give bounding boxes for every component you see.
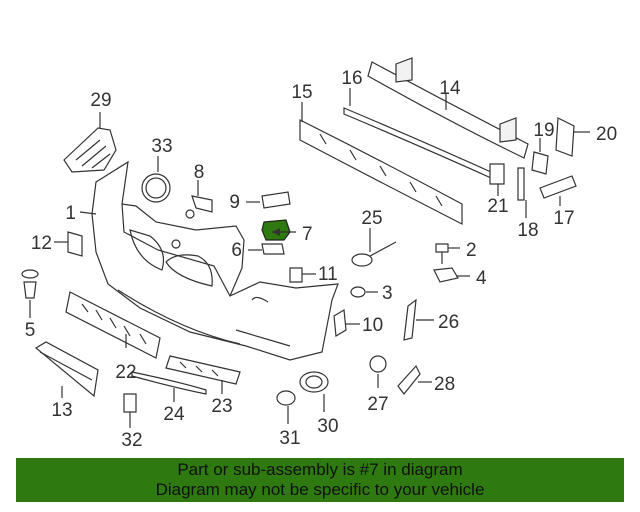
callout-4: 4: [476, 268, 487, 289]
callout-9: 9: [229, 192, 240, 213]
part-8-bracket: [185, 180, 213, 219]
callout-16: 16: [341, 68, 362, 89]
part-7-highlighted: [261, 219, 296, 241]
callout-32: 32: [121, 430, 142, 451]
part-30-park-sensor: [299, 371, 329, 412]
callout-14: 14: [439, 78, 461, 99]
part-19-bracket: [531, 151, 549, 175]
part-9-cover-cap: [246, 191, 291, 209]
callout-15: 15: [291, 82, 312, 103]
part-33-emblem: [141, 156, 171, 203]
part-25-sensor: [351, 228, 397, 267]
part-20-bracket: [555, 117, 590, 157]
part-10-reflector: [333, 308, 360, 338]
callout-7: 7: [302, 224, 313, 245]
callout-10: 10: [362, 315, 383, 336]
part-12-clip: [67, 231, 83, 257]
part-22-lower-grille: [65, 291, 161, 359]
part-13-license-bracket: [34, 341, 99, 398]
part-15-absorber: [299, 102, 463, 225]
part-24-trim-strip: [131, 371, 207, 395]
part-5-push-pin: [21, 269, 39, 318]
diagram-notice-banner: Part or sub-assembly is #7 in diagram Di…: [16, 458, 624, 502]
callout-13: 13: [51, 400, 72, 421]
part-6-clip: [248, 243, 285, 255]
part-26-trim: [403, 298, 434, 341]
part-28-bracket: [397, 364, 432, 395]
banner-line-disclaimer: Diagram may not be specific to your vehi…: [155, 480, 485, 499]
part-17-bar: [539, 175, 577, 199]
callout-33: 33: [151, 136, 172, 157]
leader-1: [79, 211, 97, 215]
part-18-rail: [517, 167, 525, 201]
part-3-grommet: [350, 286, 378, 298]
callout-2: 2: [466, 240, 477, 261]
callout-3: 3: [382, 283, 393, 304]
callout-17: 17: [553, 208, 574, 229]
part-21-clip: [489, 163, 505, 185]
callout-24: 24: [163, 404, 185, 425]
part-1-bumper-cover: [91, 160, 339, 361]
callout-20: 20: [596, 124, 617, 145]
callout-26: 26: [438, 312, 459, 333]
callout-23: 23: [211, 396, 232, 417]
callout-22: 22: [115, 362, 136, 383]
part-23-grille-insert: [165, 355, 241, 385]
callout-6: 6: [231, 240, 242, 261]
callout-18: 18: [517, 220, 538, 241]
part-29-bracket: [63, 112, 117, 173]
callout-29: 29: [90, 90, 111, 111]
callout-1: 1: [65, 203, 76, 224]
part-11-clip: [289, 267, 316, 283]
callout-8: 8: [194, 162, 205, 183]
callout-30: 30: [317, 416, 338, 437]
part-2-bolt: [435, 243, 460, 264]
part-14-bumper-beam: [367, 57, 529, 159]
callout-21: 21: [487, 196, 508, 217]
banner-line-part-number: Part or sub-assembly is #7 in diagram: [177, 460, 463, 479]
part-31-grommet: [276, 390, 296, 424]
callout-28: 28: [434, 374, 455, 395]
part-32-bracket: [123, 393, 137, 413]
callout-12: 12: [31, 233, 52, 254]
exploded-parts-diagram: 29 33 8 9 7 6 11 1 12 5 22 13 24 23 32 1…: [21, 57, 617, 451]
part-4-nut: [433, 267, 470, 283]
callout-31: 31: [279, 428, 300, 449]
callout-11: 11: [318, 264, 338, 285]
callout-27: 27: [367, 394, 388, 415]
part-27-sensor-holder: [369, 355, 387, 388]
callout-5: 5: [25, 320, 36, 341]
callout-25: 25: [361, 208, 382, 229]
callout-19: 19: [533, 120, 554, 141]
